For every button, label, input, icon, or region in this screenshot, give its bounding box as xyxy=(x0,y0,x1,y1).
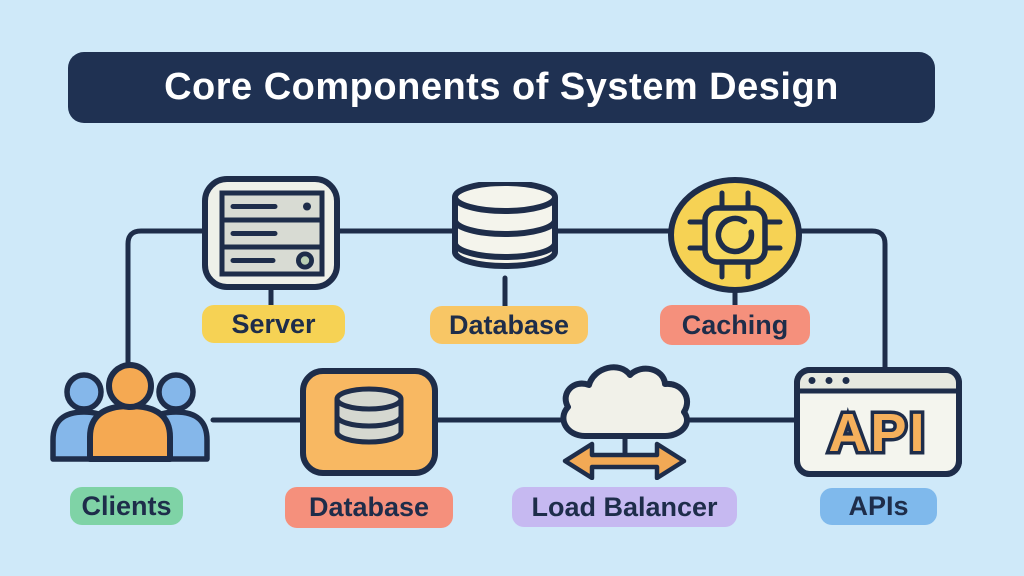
cloud-arrows-icon xyxy=(560,364,691,480)
caching-label: Caching xyxy=(660,305,810,345)
database-box-icon xyxy=(300,368,438,476)
connector-clients-server xyxy=(125,228,205,373)
server-label: Server xyxy=(202,305,345,343)
users-icon xyxy=(50,362,210,462)
connector-caching-api xyxy=(797,228,888,373)
clients-label: Clients xyxy=(70,487,183,525)
load-balancer-label: Load Balancer xyxy=(512,487,737,527)
server-icon xyxy=(202,176,340,290)
api-window-text: API xyxy=(828,403,927,463)
browser-window-icon: API xyxy=(794,367,962,477)
apis-label: APIs xyxy=(820,488,937,525)
database-top-label: Database xyxy=(430,306,588,344)
cpu-chip-icon xyxy=(668,177,802,293)
database-cylinder-icon xyxy=(452,182,558,269)
page-title: Core Components of System Design xyxy=(68,52,935,123)
database-bottom-label: Database xyxy=(285,487,453,528)
